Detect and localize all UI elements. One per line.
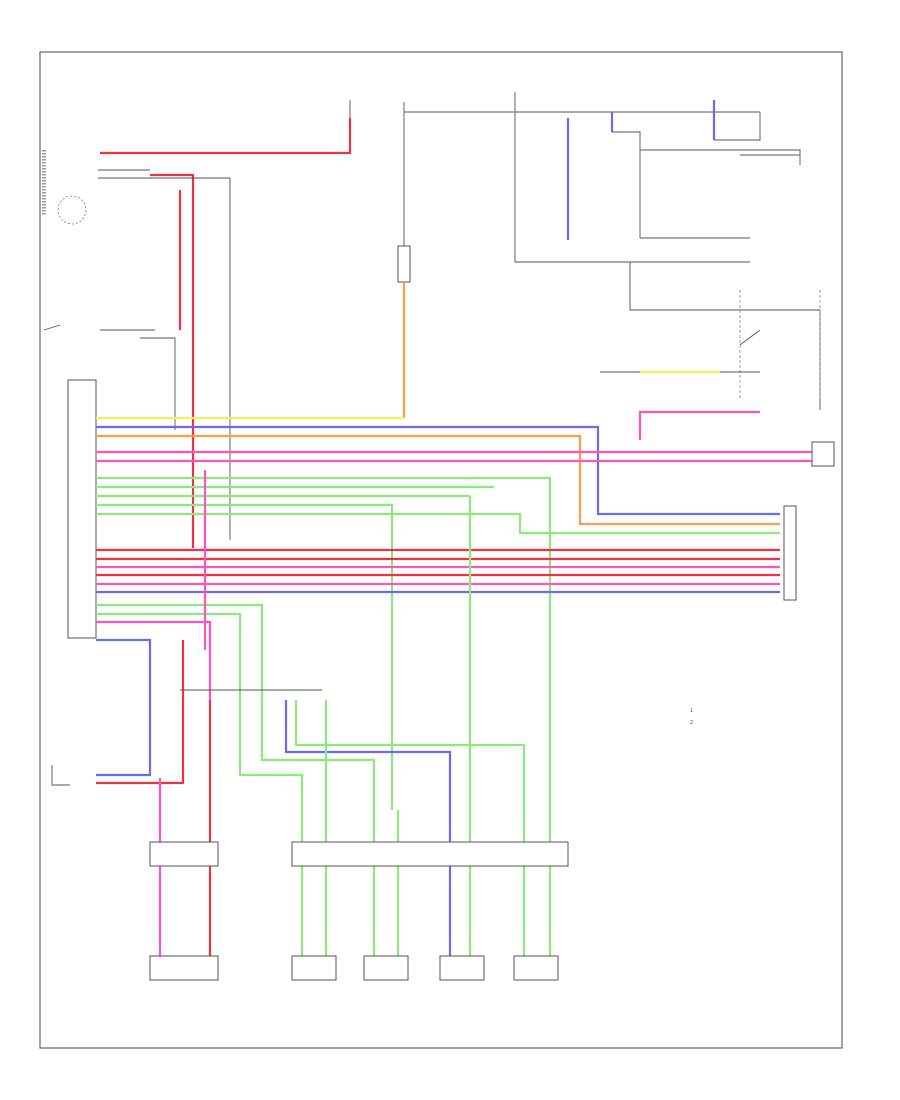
wire-red-vertical (96, 640, 185, 785)
sensor-box-3 (363, 955, 409, 981)
legend-marker-2: 2 (690, 720, 693, 726)
wire-blue-3 (96, 638, 152, 777)
wire-green-5 (96, 512, 780, 535)
wire-pink-5 (96, 620, 212, 700)
junction-connector-left (149, 841, 219, 867)
main-harness (96, 416, 835, 810)
wire-green-7 (96, 612, 242, 700)
sensor-box-2 (291, 955, 337, 981)
lower-section (51, 496, 569, 981)
left-section (42, 150, 231, 639)
wire-pink-top (638, 410, 760, 440)
diagram-frame (39, 51, 843, 1049)
wire-orange-1 (96, 434, 780, 526)
wire-blue-1 (96, 425, 780, 516)
clearance-ecu-connector (67, 379, 97, 639)
sensor-box-5 (513, 955, 559, 981)
wire-green-4 (96, 503, 394, 810)
pink-connector-right (811, 441, 835, 467)
wire-green-1 (96, 476, 552, 810)
sensor-box-4 (439, 955, 485, 981)
fuse-element (397, 245, 411, 283)
top-power-section (100, 92, 821, 440)
legend-marker-1: 1 (690, 708, 693, 714)
sensor-box-1 (149, 955, 219, 981)
right-ecu-connector (783, 505, 797, 601)
wire-green-6 (96, 603, 264, 700)
junction-connector-right (291, 841, 569, 867)
wire-red-top (100, 118, 352, 155)
legend: 1 2 (690, 708, 693, 726)
